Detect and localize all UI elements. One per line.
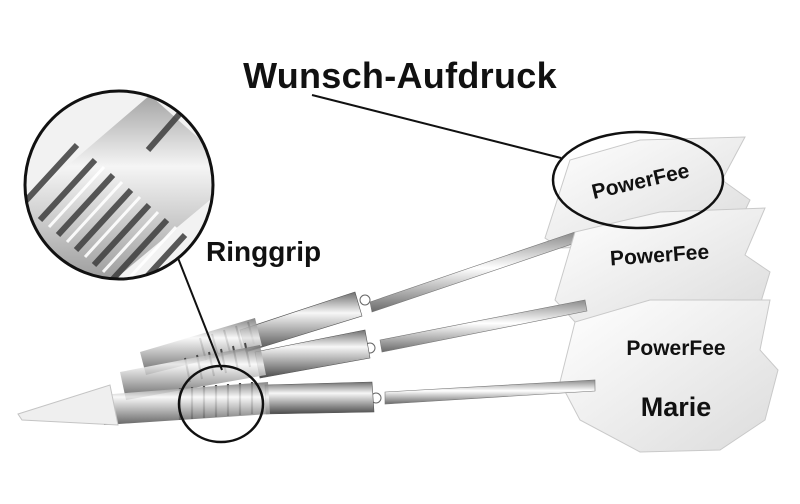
- custom-print-heading: Wunsch-Aufdruck: [243, 55, 557, 96]
- custom-print-connector-line: [311, 94, 562, 159]
- dart-bottom: [100, 299, 779, 453]
- flight-bottom-name: Marie: [641, 392, 712, 422]
- ringgrip-highlight-circle: [177, 364, 265, 444]
- dart-top: [140, 136, 751, 375]
- flight-bottom-print: PowerFee: [626, 337, 725, 360]
- ringgrip-zoom-inset: [23, 89, 215, 281]
- soft-tip: [17, 384, 119, 426]
- flight-bottom: [559, 299, 779, 453]
- dart-middle: [120, 207, 771, 400]
- custom-print-highlight-circle: [551, 130, 725, 230]
- ringgrip-label: Ringgrip: [206, 236, 322, 267]
- ringgrip-connector-line: [177, 257, 223, 371]
